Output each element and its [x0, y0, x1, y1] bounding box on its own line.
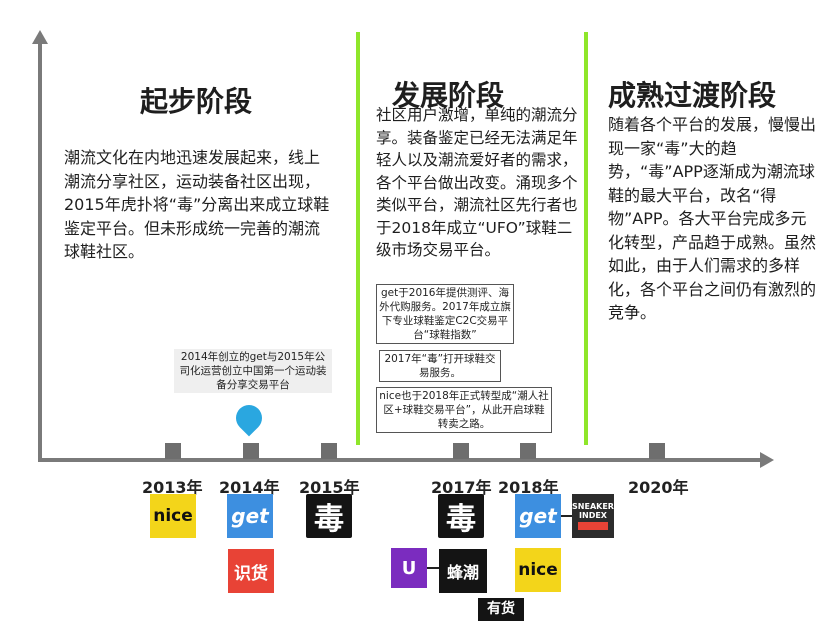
note-du-2017: 2017年“毒”打开球鞋交易服务。 — [379, 350, 501, 382]
year-2017: 2017年 — [431, 478, 492, 497]
note-nice-2018: nice也于2018年正式转型成“潮人社区+球鞋交易平台”，从此开启球鞋转卖之路… — [376, 387, 552, 433]
right-arrow-icon — [760, 452, 774, 468]
stage-text-develop: 社区用户激增，单纯的潮流分享。装备鉴定已经无法满足年轻人以及潮流爱好者的需求，各… — [376, 106, 578, 259]
tick-2018 — [520, 443, 536, 459]
connector-line — [561, 515, 573, 517]
ufo-logo-icon: U — [391, 548, 427, 588]
stage-text-start: 潮流文化在内地迅速发展起来，线上潮流分享社区，运动装备社区出现，2015年虎扑将… — [64, 148, 330, 261]
year-2013: 2013年 — [142, 478, 203, 497]
stage-title-develop: 发展阶段 — [392, 79, 505, 112]
tick-2015 — [321, 443, 337, 459]
up-arrow-icon — [32, 30, 48, 44]
nice-logo-icon: nice — [150, 494, 196, 538]
fengchao-logo-icon: 蜂潮 — [439, 549, 487, 593]
tick-2013 — [165, 443, 181, 459]
connector-line-2 — [427, 567, 439, 569]
year-2018: 2018年 — [498, 478, 559, 497]
tick-2017 — [453, 443, 469, 459]
stage-separator-2 — [584, 32, 588, 445]
du-logo-icon: 毒 — [306, 494, 352, 538]
timeline-vertical-axis — [38, 40, 42, 462]
year-2015: 2015年 — [299, 478, 360, 497]
note-get-2016: get于2016年提供测评、海外代购服务。2017年成立旗下专业球鞋鉴定C2C交… — [376, 284, 514, 344]
stage-text-mature: 随着各个平台的发展，慢慢出现一家“毒”大的趋势，“毒”APP逐渐成为潮流球鞋的最… — [608, 115, 817, 322]
du-logo-2017-icon: 毒 — [438, 494, 484, 538]
tick-2014 — [243, 443, 259, 459]
nice-logo-2018-icon: nice — [515, 548, 561, 592]
year-2014: 2014年 — [219, 478, 280, 497]
stage-separator-1 — [356, 32, 360, 445]
youhuo-logo-icon: 有货 — [478, 598, 524, 621]
stage-title-mature: 成熟过渡阶段 — [608, 79, 777, 112]
shihuo-logo-icon: 识货 — [228, 549, 274, 593]
sneaker-index-bar — [578, 522, 608, 530]
stage-title-start: 起步阶段 — [140, 85, 253, 118]
timeline-horizontal-axis — [40, 458, 760, 462]
sneaker-index-logo-icon: SNEAKER INDEX — [572, 494, 614, 538]
sneaker-index-label: SNEAKER INDEX — [572, 502, 614, 520]
tick-2020 — [649, 443, 665, 459]
get-logo-2018-icon: get — [515, 494, 561, 538]
note-get-2014: 2014年创立的get与2015年公司化运营创立中国第一个运动装备分享交易平台 — [174, 349, 332, 393]
year-2020: 2020年 — [628, 478, 689, 497]
get-logo-icon: get — [227, 494, 273, 538]
location-pin-icon — [230, 399, 268, 437]
